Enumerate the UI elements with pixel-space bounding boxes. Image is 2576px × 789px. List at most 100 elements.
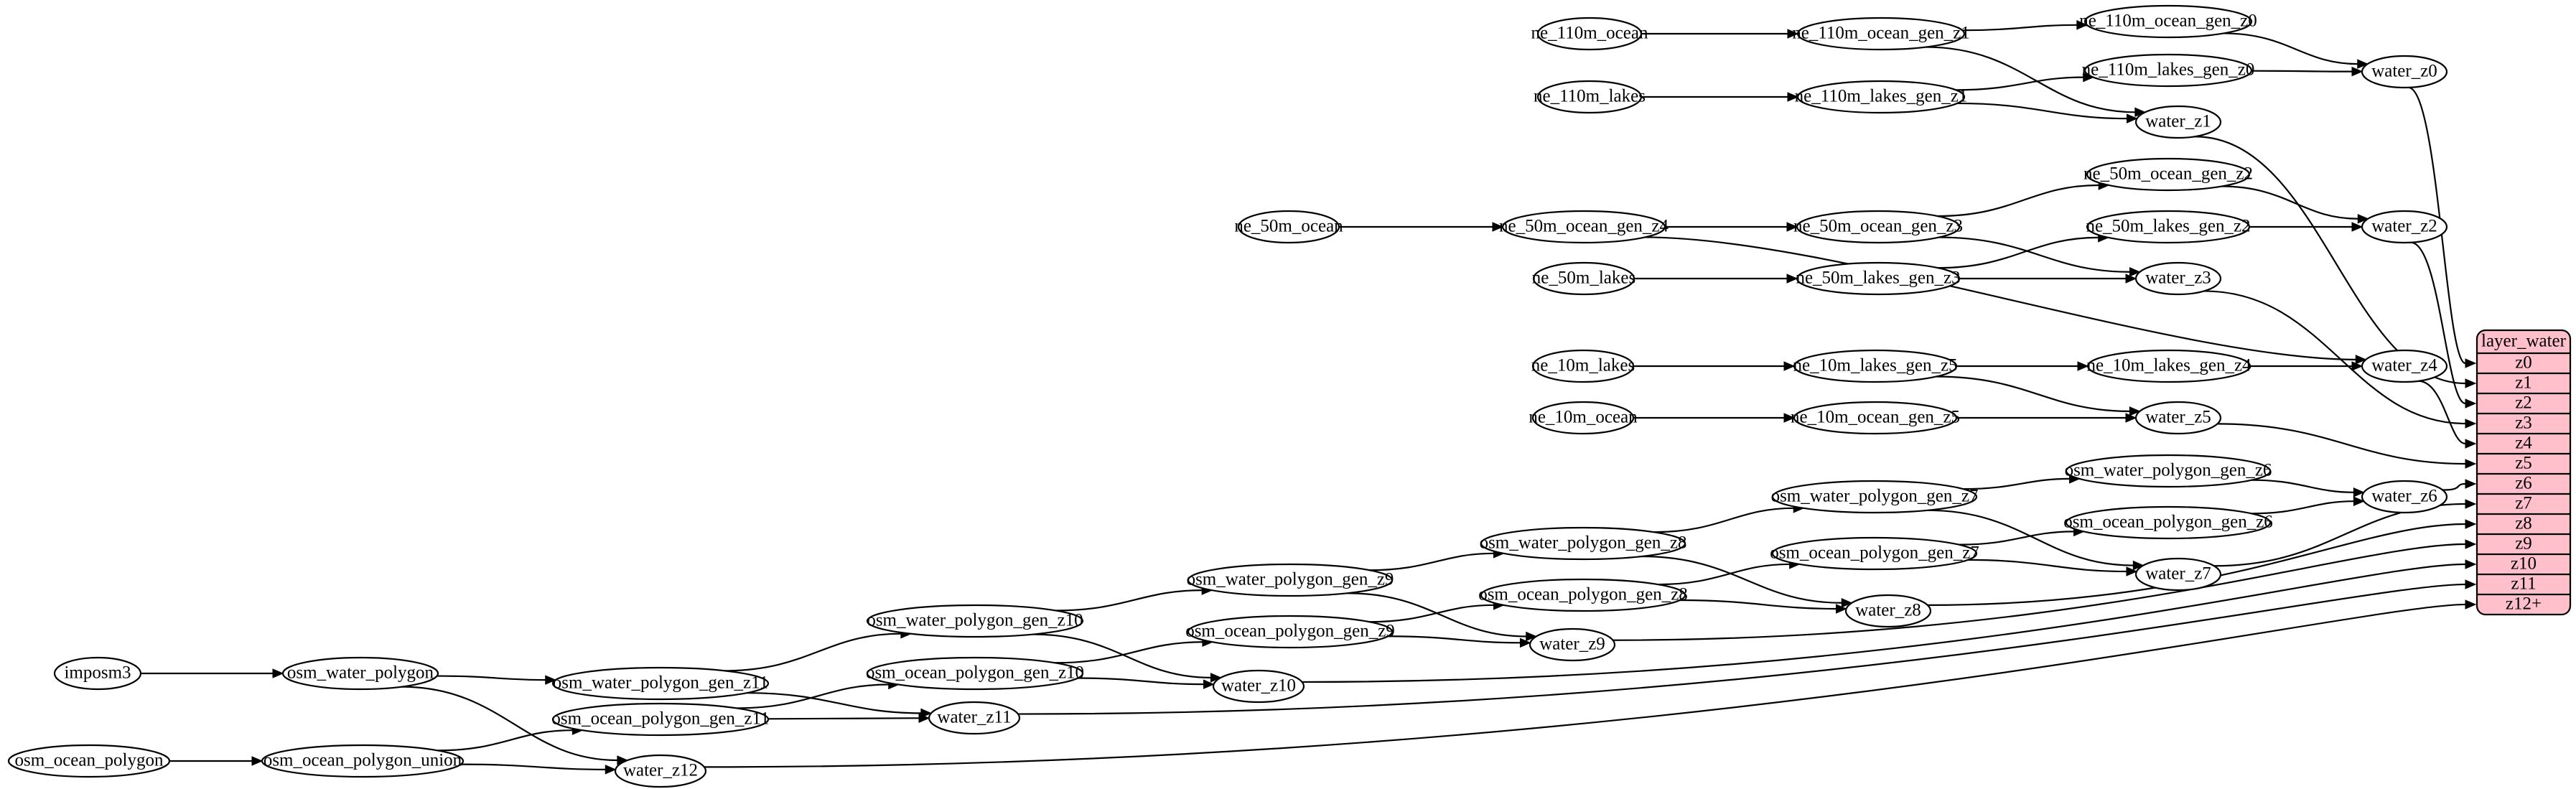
graph-node-osm_water_polygon_gen_z6[interactable]: osm_water_polygon_gen_z6: [2065, 454, 2272, 488]
node-shape[interactable]: [2134, 105, 2222, 139]
node-shape[interactable]: [1536, 80, 1643, 114]
graph-node-ne_10m_lakes[interactable]: ne_10m_lakes: [1531, 349, 1635, 383]
graph-node-osm_water_polygon_gen_z11[interactable]: osm_water_polygon_gen_z11: [551, 666, 770, 701]
record-row-z2[interactable]: z2: [2515, 393, 2532, 413]
node-shape[interactable]: [2134, 557, 2222, 592]
node-shape[interactable]: [1529, 627, 1616, 662]
node-shape[interactable]: [866, 604, 1084, 638]
node-shape[interactable]: [1844, 594, 1932, 628]
graph-node-ne_110m_ocean[interactable]: ne_110m_ocean: [1531, 17, 1648, 51]
node-shape[interactable]: [281, 656, 439, 691]
graph-node-water_z1[interactable]: water_z1: [2134, 105, 2222, 139]
graph-node-water_z12[interactable]: water_z12: [614, 754, 707, 788]
node-shape[interactable]: [1796, 210, 1961, 244]
node-shape[interactable]: [1793, 349, 1958, 383]
graph-node-water_z5[interactable]: water_z5: [2134, 401, 2222, 435]
graph-node-ne_10m_ocean_gen_z5[interactable]: ne_10m_ocean_gen_z5: [1791, 401, 1960, 435]
node-shape[interactable]: [1480, 578, 1686, 612]
graph-node-osm_ocean_polygon_gen_z11[interactable]: osm_ocean_polygon_gen_z11: [551, 702, 770, 737]
graph-node-osm_ocean_polygon_gen_z7[interactable]: osm_ocean_polygon_gen_z7: [1770, 536, 1979, 571]
node-shape[interactable]: [2083, 4, 2253, 39]
node-shape[interactable]: [1237, 210, 1340, 244]
node-shape[interactable]: [1187, 563, 1394, 597]
node-shape[interactable]: [1532, 261, 1635, 296]
node-shape[interactable]: [1501, 210, 1666, 244]
record-row-z7[interactable]: z7: [2515, 494, 2532, 513]
record-node-layer-water[interactable]: layer_waterz0z1z2z3z4z5z6z7z8z9z10z11z12…: [2475, 329, 2572, 616]
node-shape[interactable]: [1531, 349, 1635, 383]
node-shape[interactable]: [261, 744, 465, 778]
graph-node-water_z11[interactable]: water_z11: [928, 701, 1021, 735]
node-shape[interactable]: [866, 656, 1084, 691]
node-shape[interactable]: [1796, 261, 1961, 296]
node-shape[interactable]: [551, 666, 770, 701]
node-shape[interactable]: [1480, 526, 1686, 561]
graph-node-water_z4[interactable]: water_z4: [2361, 349, 2448, 383]
node-shape[interactable]: [1212, 669, 1305, 704]
graph-node-water_z8[interactable]: water_z8: [1844, 594, 1932, 628]
node-shape[interactable]: [1531, 401, 1635, 435]
graph-node-ne_110m_lakes_gen_z1[interactable]: ne_110m_lakes_gen_z1: [1795, 80, 1968, 114]
graph-node-osm_ocean_polygon[interactable]: osm_ocean_polygon: [7, 744, 171, 778]
graph-node-ne_50m_lakes_gen_z3[interactable]: ne_50m_lakes_gen_z3: [1796, 261, 1961, 296]
graph-node-ne_110m_lakes[interactable]: ne_110m_lakes: [1534, 80, 1646, 114]
graph-node-osm_water_polygon[interactable]: osm_water_polygon: [281, 656, 439, 691]
record-row-z10[interactable]: z10: [2511, 554, 2537, 574]
node-shape[interactable]: [1771, 480, 1978, 514]
graph-node-ne_50m_lakes[interactable]: ne_50m_lakes: [1532, 261, 1635, 296]
record-row-z8[interactable]: z8: [2515, 514, 2532, 533]
graph-node-osm_ocean_polygon_gen_z9[interactable]: osm_ocean_polygon_gen_z9: [1185, 615, 1395, 649]
node-shape[interactable]: [1793, 401, 1958, 435]
node-shape[interactable]: [2361, 349, 2448, 383]
record-row-z0[interactable]: z0: [2515, 353, 2532, 373]
graph-node-osm_water_polygon_gen_z7[interactable]: osm_water_polygon_gen_z7: [1771, 480, 1979, 514]
node-shape[interactable]: [1796, 17, 1966, 51]
graph-node-osm_ocean_polygon_gen_z6[interactable]: osm_ocean_polygon_gen_z6: [2063, 505, 2273, 540]
node-shape[interactable]: [2065, 454, 2272, 488]
graph-node-ne_110m_lakes_gen_z0[interactable]: ne_110m_lakes_gen_z0: [2082, 53, 2255, 88]
graph-node-water_z6[interactable]: water_z6: [2361, 480, 2448, 514]
graph-node-osm_ocean_polygon_gen_z8[interactable]: osm_ocean_polygon_gen_z8: [1478, 578, 1688, 612]
node-shape[interactable]: [2086, 157, 2251, 192]
graph-node-ne_50m_lakes_gen_z2[interactable]: ne_50m_lakes_gen_z2: [2086, 210, 2251, 244]
node-shape[interactable]: [2134, 261, 2222, 296]
record-row-z3[interactable]: z3: [2515, 414, 2532, 433]
graph-node-osm_water_polygon_gen_z10[interactable]: osm_water_polygon_gen_z10: [866, 604, 1084, 638]
graph-node-water_z3[interactable]: water_z3: [2134, 261, 2222, 296]
graph-node-ne_50m_ocean_gen_z3[interactable]: ne_50m_ocean_gen_z3: [1793, 210, 1963, 244]
node-shape[interactable]: [614, 754, 707, 788]
node-shape[interactable]: [1536, 17, 1643, 51]
graph-node-ne_110m_ocean_gen_z0[interactable]: ne_110m_ocean_gen_z0: [2079, 4, 2257, 39]
node-shape[interactable]: [2134, 401, 2222, 435]
node-shape[interactable]: [2361, 480, 2448, 514]
record-row-z12+[interactable]: z12+: [2506, 594, 2542, 614]
graph-node-water_z9[interactable]: water_z9: [1529, 627, 1616, 662]
graph-node-osm_water_polygon_gen_z9[interactable]: osm_water_polygon_gen_z9: [1187, 563, 1394, 597]
graph-node-ne_10m_lakes_gen_z5[interactable]: ne_10m_lakes_gen_z5: [1793, 349, 1958, 383]
node-shape[interactable]: [1771, 536, 1978, 571]
node-shape[interactable]: [928, 701, 1021, 735]
node-shape[interactable]: [551, 702, 770, 737]
node-shape[interactable]: [7, 744, 171, 778]
node-shape[interactable]: [1187, 615, 1394, 649]
node-shape[interactable]: [2361, 55, 2448, 89]
graph-node-ne_110m_ocean_gen_z1[interactable]: ne_110m_ocean_gen_z1: [1792, 17, 1970, 51]
graph-node-ne_10m_ocean[interactable]: ne_10m_ocean: [1529, 401, 1638, 435]
graph-node-water_z2[interactable]: water_z2: [2361, 210, 2448, 244]
graph-node-water_z10[interactable]: water_z10: [1212, 669, 1305, 704]
record-row-z9[interactable]: z9: [2515, 534, 2532, 554]
node-shape[interactable]: [1796, 80, 1966, 114]
graph-node-ne_10m_lakes_gen_z4[interactable]: ne_10m_lakes_gen_z4: [2086, 349, 2251, 383]
graph-node-osm_ocean_polygon_union[interactable]: osm_ocean_polygon_union: [261, 744, 465, 778]
node-shape[interactable]: [53, 656, 142, 691]
node-shape[interactable]: [2361, 210, 2448, 244]
record-row-z6[interactable]: z6: [2515, 474, 2532, 493]
record-node-background[interactable]: [2475, 329, 2572, 616]
graph-node-water_z0[interactable]: water_z0: [2361, 55, 2448, 89]
graph-node-ne_50m_ocean_gen_z2[interactable]: ne_50m_ocean_gen_z2: [2083, 157, 2253, 192]
graph-node-osm_ocean_polygon_gen_z10[interactable]: osm_ocean_polygon_gen_z10: [866, 656, 1084, 691]
node-shape[interactable]: [2086, 210, 2251, 244]
node-shape[interactable]: [2065, 505, 2272, 540]
graph-node-imposm3[interactable]: imposm3: [53, 656, 142, 691]
graph-node-osm_water_polygon_gen_z8[interactable]: osm_water_polygon_gen_z8: [1480, 526, 1687, 561]
